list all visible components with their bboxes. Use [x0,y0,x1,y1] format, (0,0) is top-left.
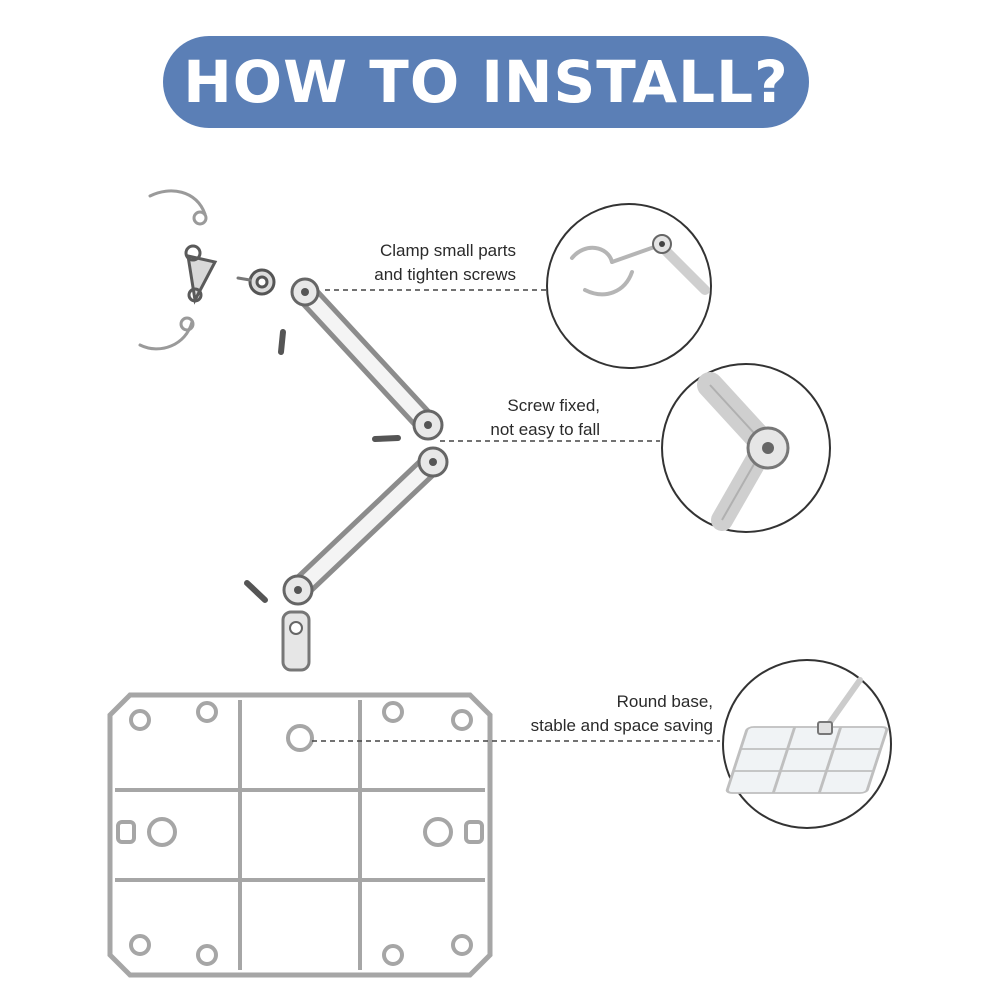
lower-arm [282,446,449,606]
base-plate [107,692,493,978]
callout-joint-line-2: not easy to fall [490,420,600,439]
upper-arm [290,277,444,441]
leader-lines [312,289,720,742]
callout-joint: Screw fixed, not easy to fall [420,394,600,442]
upper-arm-top-pin [301,288,309,296]
callout-joint-line-1: Screw fixed, [507,396,600,415]
clamp-arm-bottom [138,320,194,351]
lower-arm-bottom-pin [294,586,302,594]
screw-3 [244,580,268,603]
callout-clamp: Clamp small parts and tighten screws [300,239,516,287]
screw-2 [372,435,401,442]
base-socket [286,724,314,752]
callout-base-line-1: Round base, [616,692,713,711]
title-banner: HOW TO INSTALL? [163,36,809,128]
clamp-parts [138,189,276,351]
callout-base: Round base, stable and space saving [470,690,713,738]
clamp-arm-top-hole [192,210,208,226]
clamp-body-hole [184,244,202,262]
connector-hole [255,275,269,289]
clamp-body-hole-2 [187,287,203,303]
clamp-arm-bottom-hole [179,316,195,332]
callout-clamp-line-1: Clamp small parts [379,241,516,260]
screws [244,329,401,603]
base-connector [281,610,311,672]
clamp-arm-top [148,189,207,216]
screw-1 [278,329,286,355]
upper-arm-bottom-pin [424,421,432,429]
connector-peg [236,276,252,282]
base-closeup [722,659,892,829]
clamp-closeup [546,203,712,369]
banner-title: HOW TO INSTALL? [183,48,789,116]
lower-arm-top-pin [429,458,437,466]
callout-clamp-line-2: and tighten screws [374,265,516,284]
callout-base-line-2: stable and space saving [530,716,713,735]
joint-closeup [661,363,831,533]
